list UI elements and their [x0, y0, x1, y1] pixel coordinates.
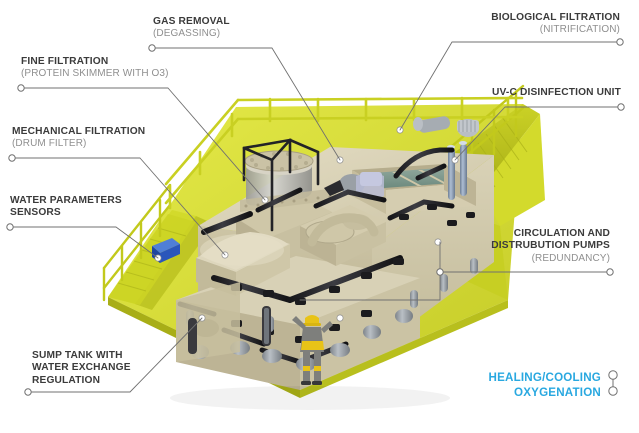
callout-fine-filtration-title: FINE FILTRATION — [21, 56, 109, 67]
callout-water-sensors-line1: WATER PARAMETERS — [10, 195, 122, 206]
legend-marker-oxygenation — [608, 386, 618, 396]
callout-sump-line1: SUMP TANK WITH — [32, 350, 123, 361]
callout-mechanical-filtration-title: MECHANICAL FILTRATION — [12, 126, 146, 137]
callout-circulation-pumps: CIRCULATION AND DISTRUBUTION PUMPS (REDU… — [491, 228, 610, 265]
hotspot-water-sensors — [154, 254, 162, 262]
callout-sump-line2: WATER EXCHANGE — [32, 362, 131, 374]
callout-biological-title: BIOLOGICAL FILTRATION — [491, 12, 620, 23]
callout-mechanical-filtration-subtitle: (DRUM FILTER) — [12, 138, 87, 150]
circulation-pump-block — [300, 205, 386, 266]
callout-biological-subtitle: (NITRIFICATION) — [539, 24, 620, 36]
legend-item-heating-cooling: HEALING/COOLING — [488, 371, 601, 384]
callout-uvc-disinfection: UV-C DISINFECTION UNIT — [492, 87, 621, 99]
callout-biological-filtration: BIOLOGICAL FILTRATION (NITRIFICATION) — [491, 12, 620, 37]
callout-sump-line3: REGULATION — [32, 374, 101, 386]
hotspot-pumps-a — [434, 238, 442, 246]
callout-gas-removal-title: GAS REMOVAL — [153, 16, 230, 27]
callout-pumps-line2: DISTRUBUTION PUMPS — [491, 240, 610, 252]
callout-uvc-title: UV-C DISINFECTION UNIT — [492, 87, 621, 98]
worker-figure — [292, 315, 333, 385]
hotspot-sump-tank — [198, 314, 206, 322]
legend-marker-heating-cooling — [608, 370, 618, 380]
callout-water-parameters-sensors: WATER PARAMETERS SENSORS — [10, 195, 122, 220]
callout-gas-removal-subtitle: (DEGASSING) — [153, 28, 221, 40]
callout-fine-filtration: FINE FILTRATION (PROTEIN SKIMMER WITH O3… — [21, 56, 169, 81]
callout-water-sensors-line2: SENSORS — [10, 207, 61, 219]
legend-item-oxygenation: OXYGENATION — [513, 386, 601, 399]
legend-markers — [608, 370, 618, 396]
callout-mechanical-filtration: MECHANICAL FILTRATION (DRUM FILTER) — [12, 126, 145, 151]
hotspot-fine-filtration — [261, 196, 269, 204]
legend: HEALING/COOLING OXYGENATION — [489, 370, 602, 400]
hotspot-biological-filtration — [396, 126, 404, 134]
hotspot-mechanical-filtration — [221, 251, 229, 259]
hotspot-pumps-b — [336, 314, 344, 322]
callout-gas-removal: GAS REMOVAL (DEGASSING) — [153, 16, 230, 41]
hotspot-gas-removal — [336, 156, 344, 164]
callout-sump-tank: SUMP TANK WITH WATER EXCHANGE REGULATION — [32, 350, 131, 387]
callout-pumps-subtitle: (REDUNDANCY) — [531, 252, 610, 264]
hotspot-uvc — [451, 156, 459, 164]
callout-fine-filtration-subtitle: (PROTEIN SKIMMER WITH O3) — [21, 68, 169, 80]
callout-pumps-line1: CIRCULATION AND — [513, 228, 610, 239]
